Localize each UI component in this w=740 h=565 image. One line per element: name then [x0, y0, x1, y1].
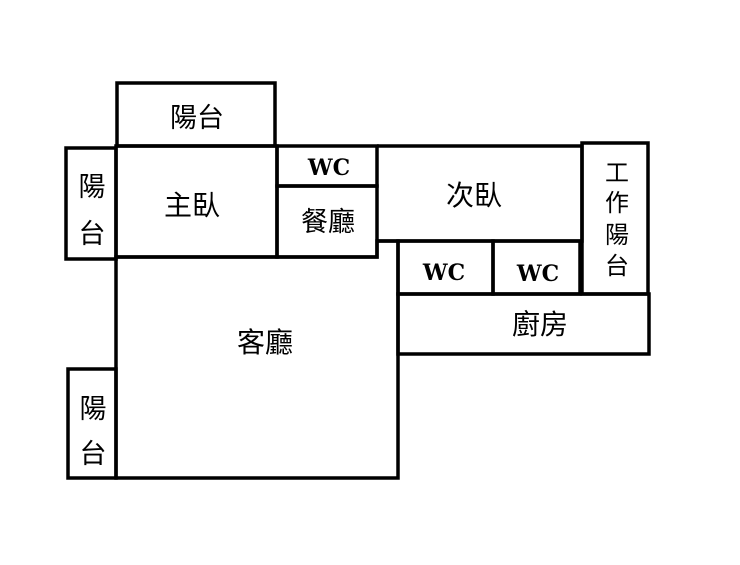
- balcony-left-bottom-label-2: 台: [80, 439, 107, 470]
- balcony-left-top-label-2: 台: [79, 219, 106, 250]
- living-room-room: [114, 239, 400, 480]
- balcony-left-bottom-label-1: 陽: [80, 394, 107, 425]
- wc-2-label: WC: [422, 260, 465, 286]
- work-balcony-label-1: 工: [605, 159, 629, 187]
- kitchen-label: 廚房: [512, 308, 568, 341]
- second-bedroom-label: 次臥: [446, 179, 502, 212]
- wc-3-label: WC: [516, 261, 559, 287]
- living-room-label: 客廳: [237, 326, 293, 359]
- balcony-left-top-label-1: 陽: [79, 172, 106, 203]
- work-balcony-label-3: 陽: [605, 221, 629, 249]
- balcony-left-bottom-room: [66, 367, 118, 480]
- master-bedroom-label: 主臥: [164, 189, 220, 222]
- wc-1-label: WC: [307, 155, 350, 181]
- balcony-top-label: 陽台: [170, 103, 224, 134]
- work-balcony-label-2: 作: [605, 189, 629, 217]
- work-balcony-label-4: 台: [605, 252, 629, 280]
- dining-label: 餐廳: [301, 207, 355, 238]
